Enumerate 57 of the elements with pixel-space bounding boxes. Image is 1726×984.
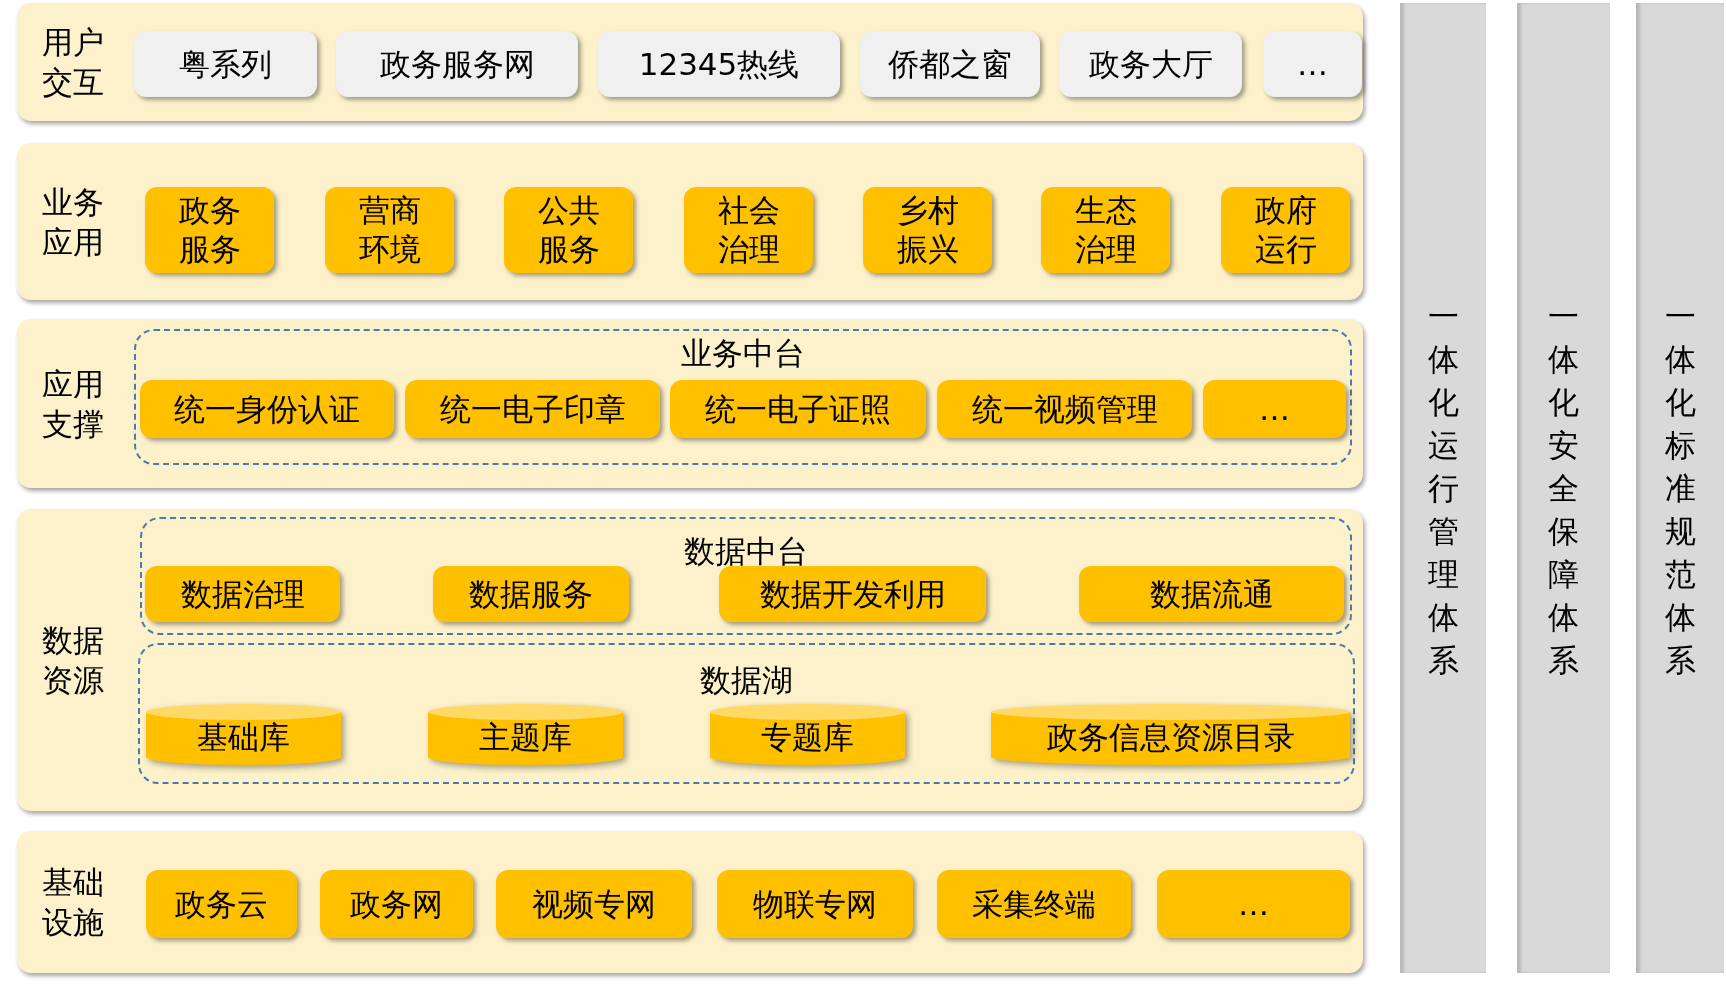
channel-tile: 粤系列 [134,31,317,97]
module-tile: 数据治理 [145,566,340,622]
module-tile: 数据服务 [433,566,629,622]
layer-title: 应用支撑 [41,364,105,444]
database-cylinder [146,704,341,765]
module-tile: 政务网 [320,870,473,938]
module-tile: 统一身份认证 [140,380,394,438]
module-tile: … [1203,380,1346,438]
module-tile: 统一电子证照 [670,380,926,438]
channel-tile: 政务服务网 [336,31,578,97]
layer-title: 数据资源 [41,620,105,700]
dashed-group [134,329,1352,465]
module-tile: 营商环境 [325,187,454,273]
module-tile: 乡村振兴 [863,187,992,273]
dashed-group [140,517,1352,635]
channel-tile: 12345热线 [598,31,840,97]
side-band [1400,3,1486,973]
cylinder-label: 主题库 [479,718,572,757]
cylinder-label: 专题库 [761,718,854,757]
module-tile: 公共服务 [504,187,633,273]
database-cylinder [991,704,1350,765]
layer-title: 用户交互 [41,22,105,102]
module-tile: 采集终端 [937,870,1131,938]
module-tile: … [1157,870,1350,938]
layer-title: 业务应用 [41,182,105,262]
layer-title: 基础设施 [41,862,105,942]
module-tile: 社会治理 [684,187,813,273]
channel-tile: 侨都之窗 [860,31,1040,97]
layer-band [17,143,1363,300]
module-tile: 数据流通 [1079,566,1344,622]
layer-band [17,509,1363,811]
module-tile: 政务服务 [145,187,274,273]
side-band [1517,3,1610,973]
database-cylinder [428,704,623,765]
channel-tile: … [1263,31,1362,97]
module-tile: 视频专网 [496,870,692,938]
channel-tile: 政务大厅 [1059,31,1242,97]
side-band [1636,3,1724,973]
layer-band [17,319,1363,488]
module-tile: 统一视频管理 [937,380,1192,438]
cylinder-label: 基础库 [197,718,290,757]
group-title: 数据湖 [700,662,793,700]
module-tile: 物联专网 [717,870,913,938]
module-tile: 数据开发利用 [719,566,986,622]
module-tile: 生态治理 [1041,187,1170,273]
dashed-group [138,643,1355,784]
module-tile: 政府运行 [1221,187,1350,273]
module-tile: 政务云 [146,870,297,938]
layer-band [17,3,1363,121]
side-band-title: 一体化运行管理体系 [1427,296,1459,680]
side-band-title: 一体化安全保障体系 [1547,296,1580,680]
module-tile: 统一电子印章 [405,380,660,438]
cylinder-label: 政务信息资源目录 [1046,718,1295,757]
side-band-title: 一体化标准规范体系 [1664,296,1696,680]
group-title: 业务中台 [681,335,805,373]
database-cylinder [710,704,905,765]
layer-band [17,831,1363,973]
